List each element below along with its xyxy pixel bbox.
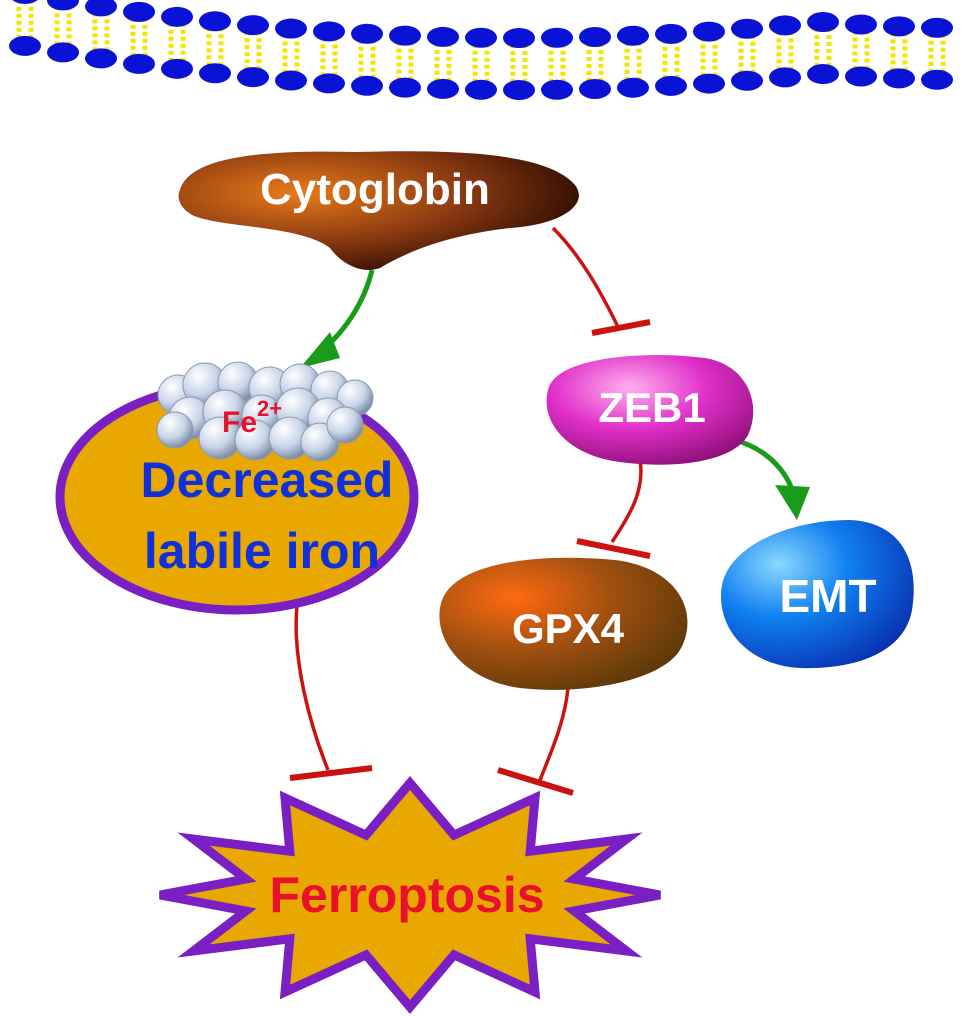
lipid-head [85,48,117,69]
lipid-head [161,6,193,27]
lipid-head [655,23,687,44]
cell-membrane [9,0,953,100]
lipid-head [617,25,649,46]
lipid-head [693,73,725,94]
lipid-head [541,79,573,100]
lipid-head [693,21,725,42]
node-decreased-labile-iron: Fe2+ Decreased labile iron [55,361,419,615]
edge-cytoglobin-inhibits-zeb1 [551,226,620,328]
lipid-head [12,0,38,4]
lipid-head [465,27,497,48]
lipid-head [123,1,155,22]
lipid-head [427,78,459,99]
lipid-head [579,78,611,99]
edge-zeb1-inhibits-gpx4 [610,459,643,543]
node-zeb1: ZEB1 [546,355,754,465]
iron-label-line2: labile iron [144,523,380,579]
lipid-head [731,70,763,91]
lipid-head [313,21,345,42]
lipid-head [275,70,307,91]
node-gpx4: GPX4 [439,557,688,690]
lipid-head [275,18,307,39]
cytoglobin-shape [178,151,579,270]
arrowhead-emt [775,485,810,520]
iron-ion-label: Fe2+ [222,396,282,439]
edge-iron-inhibits-ferroptosis [294,604,330,771]
lipid-head [503,27,535,48]
lipid-head [845,66,877,87]
lipid-head [85,0,117,17]
node-cytoglobin: Cytoglobin [178,151,579,270]
lipid-head [237,67,269,88]
lipid-head [351,23,383,44]
lipid-head [845,14,877,35]
lipid-head [579,26,611,47]
lipid-head [199,11,231,32]
zeb1-shape [546,355,754,465]
zeb1-label: ZEB1 [598,384,705,431]
lipid-head [503,79,535,100]
tbar-ferroptosis-right [497,767,574,796]
cytoglobin-label: Cytoglobin [260,165,490,214]
lipid-head [769,15,801,36]
tbar-ferroptosis-left [289,765,373,781]
lipid-head [47,42,79,63]
lipid-head [9,35,41,56]
edge-gpx4-inhibits-ferroptosis [538,687,570,781]
lipid-head [199,63,231,84]
gpx4-shape [439,557,688,690]
ferroptosis-label: Ferroptosis [269,867,544,923]
lipid-head [655,75,687,96]
lipid-head [807,64,839,85]
lipid-head [807,12,839,33]
lipid-head [237,15,269,36]
edges [289,226,810,796]
arrowhead-iron [300,332,340,368]
node-ferroptosis: Ferroptosis [159,776,661,1014]
lipid-head [123,53,155,74]
lipid-head [731,18,763,39]
lipid-head [427,26,459,47]
node-emt: EMT [720,520,914,669]
iron-ball [156,411,194,449]
tbar-gpx4 [576,538,651,559]
lipid-head [313,73,345,94]
lipid-head [883,16,915,37]
lipid-head [351,75,383,96]
lipid-head [389,25,421,46]
lipid-head [883,68,915,89]
lipid-head [541,27,573,48]
lipid-head [389,77,421,98]
tbar-zeb1 [591,319,651,336]
lipid-head [161,58,193,79]
emt-shape [720,520,914,669]
lipid-head [921,69,953,90]
iron-cluster [156,361,374,462]
lipid-head [769,67,801,88]
iron-ion-symbol: Fe [222,406,257,439]
ferroptosis-burst [159,776,661,1014]
iron-ball [326,406,364,444]
lipid-head [465,79,497,100]
iron-label-line1: Decreased [141,452,394,508]
lipid-head [47,0,79,11]
membrane-heads [9,0,953,100]
emt-label: EMT [779,570,876,622]
iron-ion-charge: 2+ [257,396,282,421]
lipid-head [921,17,953,38]
lipid-head [617,77,649,98]
gpx4-label: GPX4 [512,605,625,652]
